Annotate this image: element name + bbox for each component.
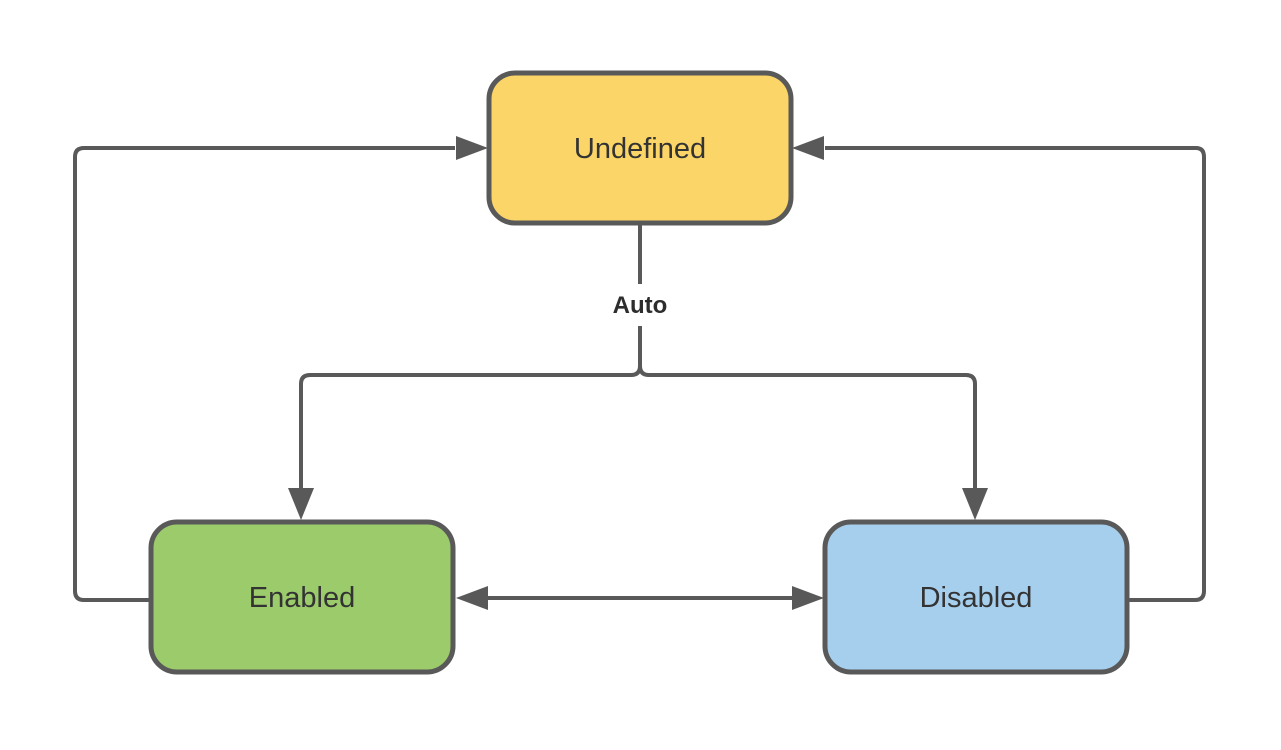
node-label-enabled: Enabled — [249, 582, 355, 614]
arrowhead-into-undefined-right-icon — [792, 136, 824, 160]
node-label-disabled: Disabled — [920, 582, 1033, 614]
edge-label-auto: Auto — [613, 292, 668, 319]
state-node-undefined — [486, 70, 794, 226]
arrowhead-into-enabled-top-icon — [288, 488, 314, 520]
edge-auto-to-enabled — [299, 326, 642, 488]
arrowhead-into-undefined-left-icon — [456, 136, 488, 160]
node-label-undefined: Undefined — [574, 133, 706, 165]
arrowhead-into-enabled-right-icon — [456, 586, 488, 610]
edge-auto-to-disabled — [638, 326, 977, 488]
state-node-enabled — [148, 519, 456, 675]
edge-disabled-to-undefined — [825, 146, 1206, 602]
state-node-disabled — [822, 519, 1130, 675]
edge-enabled-to-undefined — [73, 146, 455, 602]
arrowhead-into-disabled-top-icon — [962, 488, 988, 520]
arrowhead-into-disabled-left-icon — [792, 586, 824, 610]
